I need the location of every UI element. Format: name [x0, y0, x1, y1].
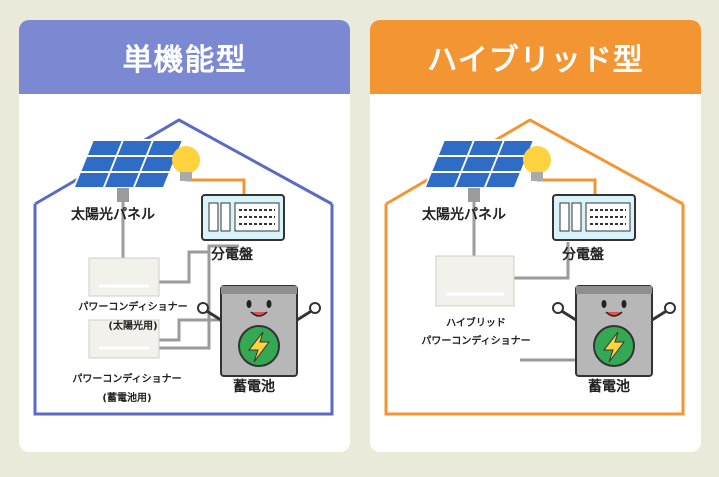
house-outline — [384, 204, 685, 416]
solar-panel-label: 太陽光パネル — [71, 207, 155, 223]
hybrid-diagram — [384, 118, 685, 416]
battery-label: 蓄電池 — [233, 379, 275, 395]
single-function-diagram — [33, 118, 334, 416]
wiring — [472, 200, 576, 362]
solar-pcs-label: パワーコンディショナー — [78, 302, 188, 313]
light-bulb-icon — [523, 146, 551, 181]
light-bulb-icon — [172, 146, 200, 181]
wiring — [121, 200, 239, 350]
battery-pcs-label: パワーコンディショナー — [72, 374, 182, 385]
hybrid-pcs-unit — [435, 255, 515, 307]
hybrid-pcs-label-line2: パワーコンディショナー — [421, 336, 531, 347]
panel-title: ハイブリッド型 — [370, 20, 701, 94]
breaker-label: 分電盤 — [211, 247, 253, 263]
panel-title: 単機能型 — [19, 20, 350, 94]
breaker-box-icon — [552, 194, 636, 241]
light-wire — [186, 178, 246, 196]
hybrid-panel: ハイブリッド型 — [370, 20, 701, 452]
solar-panel-icon — [72, 139, 185, 189]
battery-character-icon — [197, 285, 321, 377]
battery-pcs-unit — [88, 319, 160, 359]
house-outline — [33, 204, 334, 416]
solar-panel-label: 太陽光パネル — [422, 207, 506, 223]
solar-panel-icon — [423, 139, 536, 189]
battery-character-icon — [552, 285, 676, 377]
solar-pcs-unit — [88, 257, 160, 297]
hybrid-pcs-label-line1: ハイブリッド — [446, 318, 506, 329]
single-function-panel: 単機能型 — [19, 20, 350, 452]
battery-pcs-sub-label: (蓄電池用) — [102, 393, 152, 404]
battery-label: 蓄電池 — [588, 379, 630, 395]
breaker-box-icon — [201, 194, 285, 241]
solar-pcs-sub-label: (太陽光用) — [108, 321, 158, 332]
breaker-label: 分電盤 — [562, 247, 604, 263]
light-wire — [537, 178, 597, 196]
